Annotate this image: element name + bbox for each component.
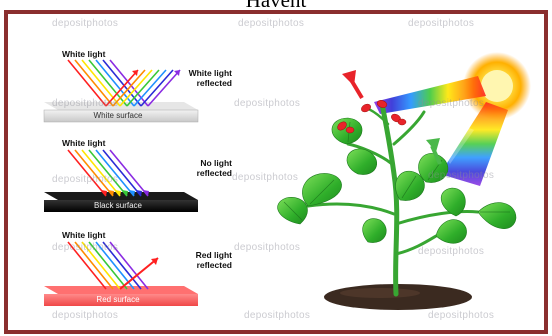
plant-scene bbox=[278, 52, 531, 310]
panel2-reflected-label: No light reflected bbox=[168, 158, 232, 178]
watermark: depositphotos bbox=[408, 18, 474, 29]
panel3-incident-label: White light bbox=[62, 230, 105, 240]
panel1-surface-label: White surface bbox=[58, 111, 178, 120]
watermark: depositphotos bbox=[52, 18, 118, 29]
panel1-incident-label: White light bbox=[62, 49, 105, 59]
watermark: depositphotos bbox=[52, 98, 118, 109]
panel3-surface-label: Red surface bbox=[58, 295, 178, 304]
illustration-frame: White light White light reflected White … bbox=[4, 10, 548, 334]
watermark: depositphotos bbox=[418, 98, 484, 109]
watermark: depositphotos bbox=[418, 246, 484, 257]
watermark: depositphotos bbox=[52, 242, 118, 253]
watermark: depositphotos bbox=[234, 242, 300, 253]
watermark: depositphotos bbox=[428, 170, 494, 181]
watermark: depositphotos bbox=[232, 172, 298, 183]
watermark: depositphotos bbox=[238, 18, 304, 29]
panel2-surface-label: Black surface bbox=[58, 201, 178, 210]
incident-white-light-rays-absorbed bbox=[68, 150, 148, 196]
watermark: depositphotos bbox=[234, 98, 300, 109]
watermark: depositphotos bbox=[428, 310, 494, 321]
black-surface bbox=[44, 192, 198, 200]
watermark: depositphotos bbox=[52, 174, 118, 185]
watermark: depositphotos bbox=[52, 310, 118, 321]
reflected-red-arrow bbox=[342, 70, 362, 98]
watermark: depositphotos bbox=[244, 310, 310, 321]
panel1-reflected-label: White light reflected bbox=[168, 68, 232, 88]
panel2-incident-label: White light bbox=[62, 138, 105, 148]
panel3-reflected-label: Red light reflected bbox=[168, 250, 232, 270]
